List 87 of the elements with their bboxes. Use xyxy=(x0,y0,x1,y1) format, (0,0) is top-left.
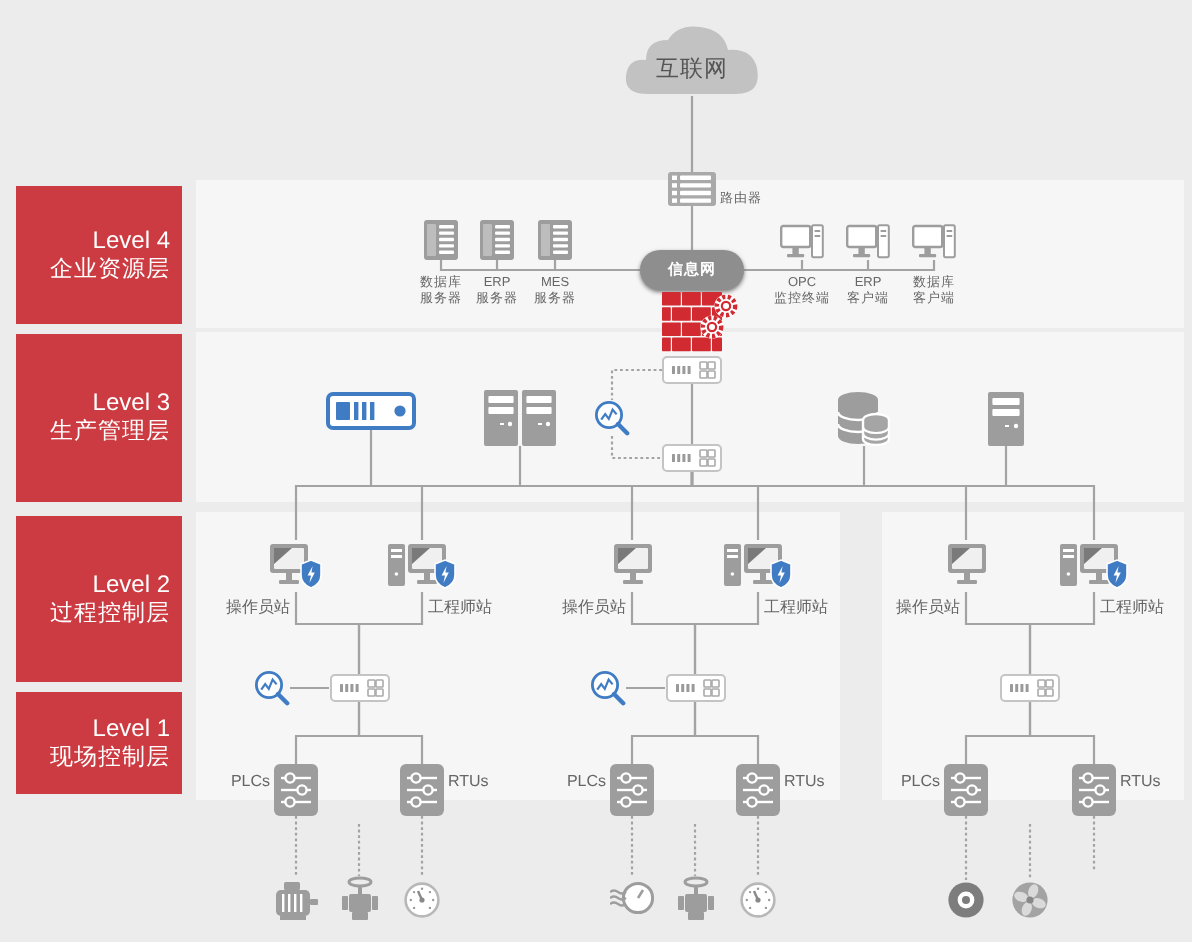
level-title: Level 4 xyxy=(92,223,170,256)
server-icon xyxy=(480,220,514,260)
server-icon xyxy=(538,220,572,260)
dotted-line xyxy=(1028,824,1032,880)
connector-line xyxy=(1028,702,1096,764)
controller-icon xyxy=(400,764,444,816)
fan-icon xyxy=(1012,880,1048,920)
dotted-line xyxy=(1092,816,1096,872)
network-switch-icon xyxy=(329,674,389,702)
connector-line xyxy=(553,260,640,272)
device-label: PLCs xyxy=(230,772,270,792)
dotted-line xyxy=(693,824,697,876)
device-label: 工程师站 xyxy=(428,598,492,618)
connector-line xyxy=(1028,592,1096,674)
computer-icon xyxy=(846,224,890,260)
dotted-line xyxy=(964,816,968,880)
rack-server-icon xyxy=(326,392,416,430)
connector-line xyxy=(357,592,424,674)
connector-line xyxy=(744,260,936,272)
controller-icon xyxy=(944,764,988,816)
dotted-line xyxy=(294,816,298,876)
connector-line xyxy=(626,686,665,690)
workstation-icon xyxy=(388,540,456,592)
controller-icon xyxy=(274,764,318,816)
connector-line xyxy=(690,96,694,172)
dotted-line xyxy=(756,816,760,876)
monitor-icon xyxy=(270,540,322,592)
connector-line xyxy=(690,384,694,444)
motor-icon xyxy=(274,876,318,920)
valve-icon xyxy=(677,876,713,920)
level-box xyxy=(16,186,182,324)
level-name: 生产管理层 xyxy=(50,418,170,449)
workstation-icon xyxy=(1060,540,1128,592)
level-title: Level 3 xyxy=(92,386,170,419)
device-label: 操作员站 xyxy=(896,598,960,618)
workstation-icon xyxy=(724,540,792,592)
controller-icon xyxy=(1072,764,1116,816)
device-label: 工程师站 xyxy=(764,598,828,618)
computer-icon xyxy=(912,224,956,260)
magnifier-icon xyxy=(254,670,290,706)
device-label: RTUs xyxy=(1120,772,1161,792)
database-icon xyxy=(838,392,890,446)
level-name: 现场控制层 xyxy=(50,743,170,774)
network-switch-icon xyxy=(665,674,725,702)
cloud: 互联网 xyxy=(620,24,764,96)
computer-icon xyxy=(780,224,824,260)
valve-icon xyxy=(341,876,377,920)
controller-icon xyxy=(610,764,654,816)
device-label: 操作员站 xyxy=(562,598,626,618)
controller-icon xyxy=(736,764,780,816)
network-switch-icon xyxy=(662,444,722,472)
device-label: RTUs xyxy=(448,772,489,792)
level-name: 过程控制层 xyxy=(50,599,170,630)
server-icon xyxy=(988,392,1024,446)
level-box xyxy=(16,516,182,682)
magnifier-icon xyxy=(590,670,626,706)
dotted-line xyxy=(610,436,662,460)
device-label: PLCs xyxy=(566,772,606,792)
magnifier-icon xyxy=(594,400,630,436)
level-title: Level 2 xyxy=(92,567,170,600)
device-label: PLCs xyxy=(900,772,940,792)
firewall-icon xyxy=(662,292,738,354)
device-label: 工程师站 xyxy=(1100,598,1164,618)
flowmeter-icon xyxy=(610,876,654,920)
dotted-line xyxy=(610,368,662,400)
server-icon xyxy=(424,220,458,260)
router-icon xyxy=(668,172,716,206)
level-box xyxy=(16,692,182,794)
dotted-line xyxy=(630,816,634,876)
gauge-icon xyxy=(740,876,776,920)
server-icon xyxy=(484,390,556,446)
connector-line xyxy=(693,702,760,764)
connector-line xyxy=(290,686,329,690)
connector-line xyxy=(357,702,424,764)
network-switch-icon xyxy=(662,356,722,384)
dotted-line xyxy=(420,816,424,876)
network-switch-icon xyxy=(1000,674,1060,702)
level-name: 企业资源层 xyxy=(50,255,170,286)
dotted-line xyxy=(357,824,361,876)
gauge-icon xyxy=(404,876,440,920)
disc-icon xyxy=(948,880,984,920)
level-box xyxy=(16,334,182,502)
connector-line xyxy=(690,206,694,250)
device-label: RTUs xyxy=(784,772,825,792)
level-title: Level 1 xyxy=(92,711,170,744)
device-label: 操作员站 xyxy=(226,598,290,618)
connector-line xyxy=(693,592,760,674)
